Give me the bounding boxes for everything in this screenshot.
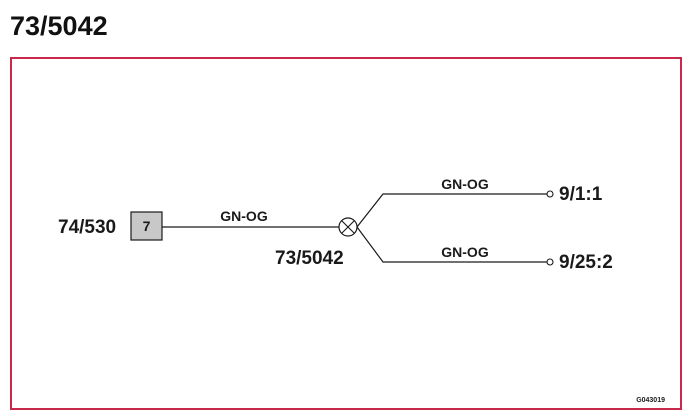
lower-terminal-label: 9/25:2 xyxy=(559,252,613,273)
lower-wire-color-label: GN-OG xyxy=(441,244,489,260)
main-wire-color-label: GN-OG xyxy=(220,208,268,224)
upper-terminal-icon xyxy=(546,190,554,198)
source-connector-pin-box: 7 xyxy=(130,211,163,241)
lower-branch-wire xyxy=(356,226,547,263)
upper-wire-color-label: GN-OG xyxy=(441,176,489,192)
source-connector-label: 74/530 xyxy=(58,217,116,238)
diagram-reference-code: G043019 xyxy=(636,397,665,404)
diagram-frame xyxy=(10,57,682,410)
upper-branch-wire xyxy=(356,193,547,228)
lower-terminal-icon xyxy=(546,258,554,266)
upper-terminal-label: 9/1:1 xyxy=(559,184,603,205)
splice-label: 73/5042 xyxy=(275,248,344,269)
splice-cross-circle-icon xyxy=(338,217,358,237)
page-title: 73/5042 xyxy=(10,11,108,41)
source-pin-number: 7 xyxy=(143,218,151,234)
